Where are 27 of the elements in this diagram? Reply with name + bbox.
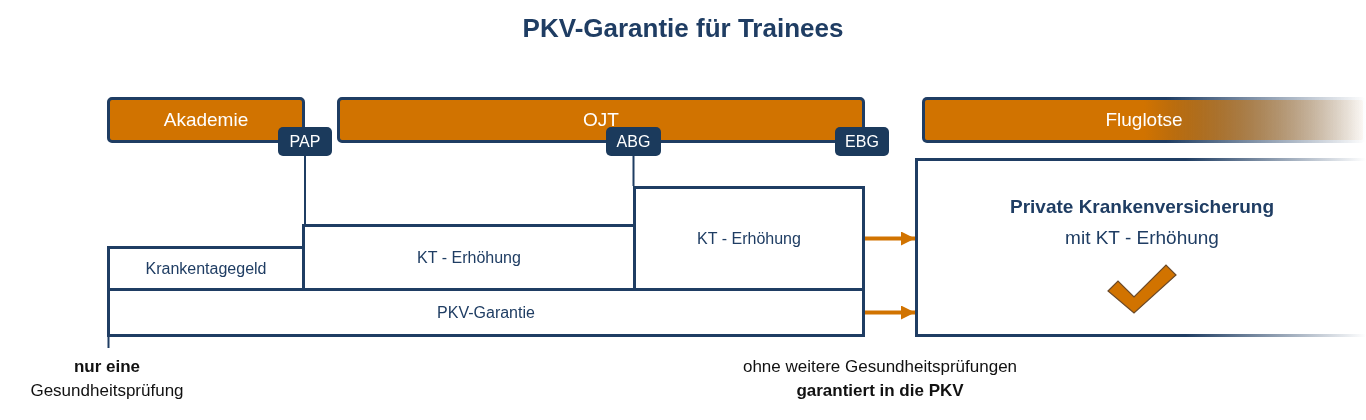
milestone-label: PAP — [289, 131, 321, 152]
block-label: KT - Erhöhung — [697, 228, 801, 249]
panel-heading: Private Krankenversicherung — [1010, 195, 1274, 219]
panel-text: mit KT - Erhöhung — [1065, 226, 1219, 250]
phase-label: Akademie — [163, 108, 249, 132]
connector-line — [632, 155, 635, 187]
milestone-label: ABG — [616, 131, 651, 152]
milestone-tag — [278, 127, 332, 156]
block-label: Krankentagegeld — [145, 258, 267, 279]
connector-line — [304, 155, 306, 225]
milestone-tag — [606, 127, 661, 156]
milestone-label: EBG — [845, 131, 879, 152]
coverage-block — [633, 186, 865, 291]
result-panel — [915, 158, 1366, 337]
arrow — [865, 305, 915, 320]
block-label: PKV-Garantie — [437, 302, 535, 323]
diagram-title: PKV-Garantie für Trainees — [522, 13, 844, 44]
arrow — [865, 231, 915, 246]
coverage-block — [107, 246, 305, 291]
phase-label: Fluglotse — [1105, 108, 1183, 132]
phase-label: OJT — [583, 108, 619, 132]
coverage-block — [107, 288, 865, 337]
block-label: KT - Erhöhung — [417, 247, 521, 268]
note-text: ohne weitere Gesundheitsprüfungen garantiert in die PKV — [741, 356, 1019, 402]
note-text: nur eine Gesundheitsprüfung — [29, 356, 185, 402]
phase-bar — [922, 97, 1366, 143]
milestone-tag — [835, 127, 889, 156]
